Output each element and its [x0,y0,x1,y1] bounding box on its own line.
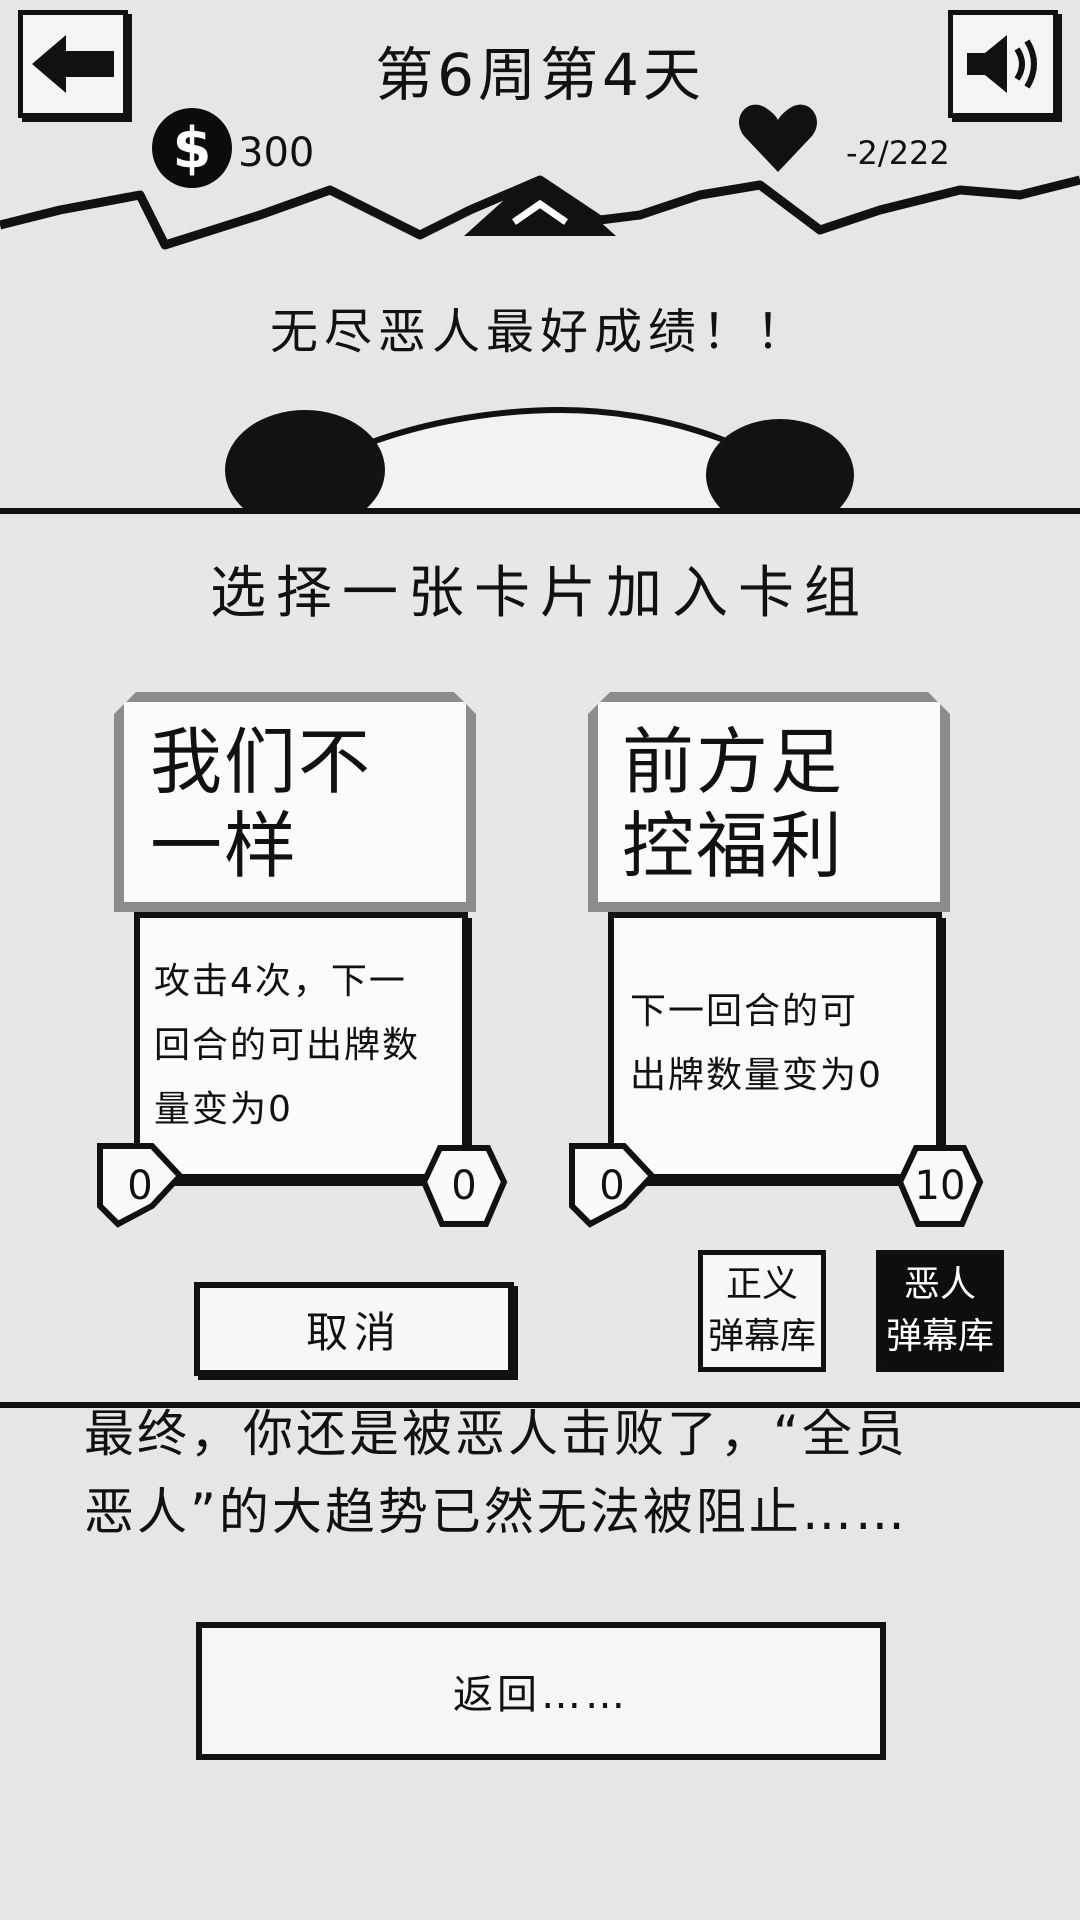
card-header [588,692,950,912]
justice-danmaku-library-button[interactable]: 正义 弹幕库 [698,1250,826,1372]
villain-danmaku-library-button[interactable]: 恶人 弹幕库 [876,1250,1004,1372]
arrow-left-icon [32,35,114,93]
card-body [134,912,468,1180]
arrow-badge-icon [97,1143,185,1228]
expand-tab[interactable] [464,178,616,238]
card-header [114,692,476,912]
heart-icon [739,104,817,172]
story-text: 最终，你还是被恶人击败了，“全员 恶人”的大趋势已然无法被阻止…… [84,1405,908,1541]
card-cost-badge: 0 [96,1142,185,1230]
shield-badge-icon [420,1145,508,1227]
card-power-badge: 10 [896,1142,984,1230]
modal-title: 选择一张卡片加入卡组 [210,561,870,626]
card-power-badge: 0 [420,1142,508,1230]
best-score-text: 无尽恶人最好成绩！！ [269,304,810,360]
coin-icon: $ [152,108,232,188]
card-name: 前方足 控福利 [622,720,845,888]
card-cost-badge: 0 [568,1142,657,1230]
cancel-button[interactable]: 取消 [194,1282,514,1376]
back-button[interactable] [18,10,128,118]
card-description: 下一回合的可 出牌数量变为0 [630,991,883,1096]
panda-illustration [225,406,854,515]
return-button[interactable]: 返回…… [196,1622,886,1760]
money-value: 300 [238,130,315,176]
card-body [608,912,942,1180]
sound-button[interactable] [948,10,1058,118]
arrow-badge-icon [569,1143,657,1228]
shield-badge-icon [896,1145,984,1227]
speaker-icon [967,35,1037,93]
card-description: 攻击4次，下一 回合的可出牌数 量变为0 [154,961,421,1130]
day-title: 第6周第4天 [375,41,705,109]
card-name: 我们不 一样 [150,720,373,888]
hp-value: -2/222 [846,134,950,172]
chevron-up-icon [464,178,616,236]
